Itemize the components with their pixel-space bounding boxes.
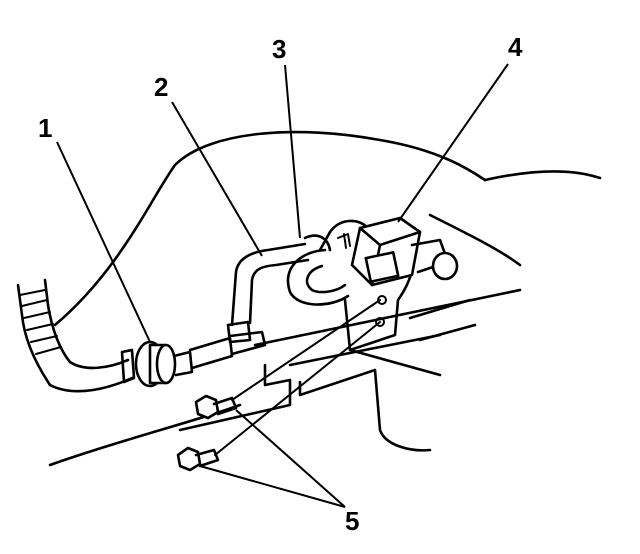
corrugated-harness (16, 278, 72, 387)
filter (120, 340, 194, 388)
callout-2: 2 (154, 72, 168, 102)
vacuum-hose-2 (230, 242, 310, 327)
background-contours (48, 130, 602, 467)
callout-leaders (56, 63, 509, 508)
callout-labels: 1 2 3 4 5 (38, 32, 523, 536)
callout-4: 4 (508, 32, 523, 62)
callout-3: 3 (272, 34, 286, 64)
solenoid-valve (318, 216, 459, 352)
vacuum-hose (48, 358, 134, 393)
callout-1: 1 (38, 113, 52, 143)
bolts (176, 299, 381, 472)
tee-connector (188, 320, 267, 370)
callout-5: 5 (345, 506, 359, 536)
curved-hose (286, 234, 350, 306)
